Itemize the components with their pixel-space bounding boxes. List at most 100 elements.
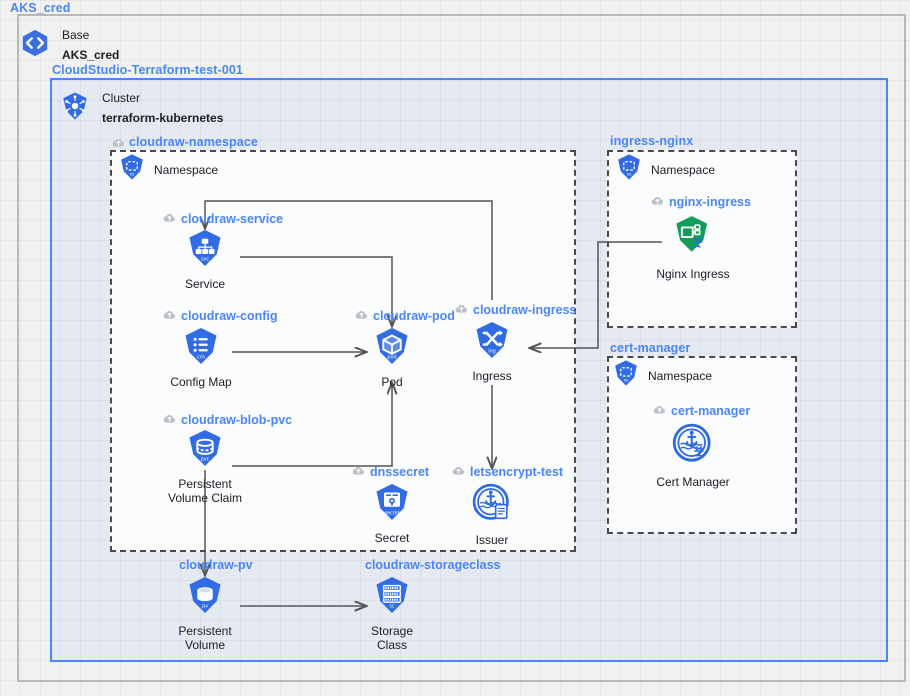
node-label: Config Map bbox=[170, 375, 232, 389]
cloud-upload-icon bbox=[455, 302, 468, 318]
node-pv[interactable]: pv Persistent Volume bbox=[145, 575, 265, 652]
node-label: Nginx Ingress bbox=[656, 267, 730, 281]
resource-label-cloudraw-ingress: cloudraw-ingress bbox=[455, 302, 577, 318]
cloud-upload-icon bbox=[653, 403, 666, 419]
cluster-name: terraform-kubernetes bbox=[102, 111, 224, 125]
svg-text:pv: pv bbox=[202, 603, 208, 609]
resource-label-text: cloudraw-storageclass bbox=[365, 558, 501, 572]
namespace-title-ingress-nginx: ingress-nginx bbox=[610, 134, 694, 148]
node-label: Storage Class bbox=[370, 624, 414, 653]
node-pod[interactable]: pod Pod bbox=[332, 326, 452, 389]
namespace-icon: ns bbox=[118, 153, 146, 186]
resource-label-text: letsencrypt-test bbox=[470, 465, 564, 479]
node-label: Secret bbox=[374, 531, 410, 545]
resource-label-cloudraw-service: cloudraw-service bbox=[163, 211, 283, 227]
cloud-upload-icon bbox=[163, 308, 176, 324]
cloud-upload-icon bbox=[452, 464, 465, 480]
base-code-icon bbox=[20, 28, 50, 63]
k8s-ingress-icon: ing bbox=[432, 320, 552, 365]
resource-label-nginx-ingress: nginx-ingress bbox=[651, 194, 751, 210]
node-secret[interactable]: secret Secret bbox=[332, 482, 452, 545]
node-storageclass[interactable]: sc Storage Class bbox=[332, 575, 452, 652]
cluster-header: Cluster terraform-kubernetes bbox=[60, 88, 223, 128]
resource-label-text: cloudraw-pv bbox=[179, 558, 253, 572]
cloud-upload-icon bbox=[163, 211, 176, 227]
svg-text:ns: ns bbox=[624, 377, 629, 382]
k8s-secret-icon: secret bbox=[332, 482, 452, 527]
node-configmap[interactable]: cm Config Map bbox=[141, 326, 261, 389]
svg-text:secret: secret bbox=[385, 510, 400, 516]
cluster-kind: Cluster bbox=[102, 91, 141, 105]
project-title: CloudStudio-Terraform-test-001 bbox=[52, 63, 243, 77]
node-label: Service bbox=[184, 277, 225, 291]
resource-label-text: dnssecret bbox=[370, 465, 430, 479]
k8s-pod-icon: pod bbox=[332, 326, 452, 371]
k8s-storageclass-icon: sc bbox=[332, 575, 452, 620]
cloud-upload-icon bbox=[112, 136, 125, 152]
namespace-row-label-ingress-nginx: Namespace bbox=[651, 162, 716, 177]
cloud-upload-icon bbox=[352, 464, 365, 480]
svg-text:ns: ns bbox=[130, 171, 135, 176]
node-label: Cert Manager bbox=[656, 475, 730, 489]
resource-label-text: cloudraw-ingress bbox=[473, 303, 577, 317]
resource-label-cloudraw-blob-pvc: cloudraw-blob-pvc bbox=[163, 412, 292, 428]
node-pvc[interactable]: pvc Persistent Volume Claim bbox=[145, 428, 265, 505]
resource-label-cloudraw-storageclass: cloudraw-storageclass bbox=[365, 558, 500, 572]
helm-nginx-icon bbox=[633, 214, 753, 263]
resource-label-cloudraw-pod: cloudraw-pod bbox=[355, 308, 455, 324]
resource-label-cloudraw-config: cloudraw-config bbox=[163, 308, 278, 324]
svg-text:sc: sc bbox=[389, 603, 395, 609]
resource-label-text: nginx-ingress bbox=[669, 195, 751, 209]
namespace-title-text-cloudraw: cloudraw-namespace bbox=[129, 135, 258, 149]
resource-label-cloudraw-pv: cloudraw-pv bbox=[179, 558, 253, 572]
node-label: Persistent Volume bbox=[178, 624, 232, 653]
svg-text:pod: pod bbox=[387, 354, 396, 360]
node-label: Persistent Volume Claim bbox=[167, 477, 243, 506]
namespace-title-cloudraw: cloudraw-namespace bbox=[112, 135, 258, 152]
resource-label-text: cloudraw-service bbox=[181, 212, 284, 226]
resource-label-text: cloudraw-blob-pvc bbox=[181, 413, 293, 427]
base-name: AKS_cred bbox=[62, 48, 120, 62]
resource-label-text: cloudraw-pod bbox=[373, 309, 455, 323]
node-label: Ingress bbox=[472, 369, 512, 383]
resource-label-letsencrypt-test: letsencrypt-test bbox=[452, 464, 563, 480]
cloud-upload-icon bbox=[163, 412, 176, 428]
resource-label-dnssecret: dnssecret bbox=[352, 464, 429, 480]
svg-text:cm: cm bbox=[197, 354, 205, 360]
cloud-upload-icon bbox=[355, 308, 368, 324]
namespace-row-label-cert-manager: Namespace bbox=[648, 368, 713, 383]
kubernetes-cluster-icon bbox=[60, 91, 90, 126]
namespace-icon: ns bbox=[615, 153, 643, 186]
base-kind: Base bbox=[62, 28, 90, 42]
node-ingress[interactable]: ing Ingress bbox=[432, 320, 552, 383]
namespace-row-ingress-nginx: ns Namespace bbox=[615, 153, 715, 186]
node-issuer[interactable]: Issuer bbox=[432, 482, 552, 547]
k8s-pvc-icon: pvc bbox=[145, 428, 265, 473]
svg-text:ing: ing bbox=[488, 348, 496, 354]
svg-text:ns: ns bbox=[627, 171, 632, 176]
base-container[interactable] bbox=[17, 14, 906, 682]
resource-label-text: cert-manager bbox=[671, 404, 751, 418]
k8s-pv-icon: pv bbox=[145, 575, 265, 620]
cloud-upload-icon bbox=[651, 194, 664, 210]
namespace-icon: ns bbox=[612, 359, 640, 392]
namespace-row-cert-manager: ns Namespace bbox=[612, 359, 712, 392]
namespace-title-cert-manager: cert-manager bbox=[610, 341, 691, 355]
node-label: Issuer bbox=[475, 533, 509, 547]
base-title: AKS_cred bbox=[10, 1, 71, 15]
node-nginx-ingress[interactable]: Nginx Ingress bbox=[633, 214, 753, 281]
k8s-configmap-icon: cm bbox=[141, 326, 261, 371]
node-service[interactable]: svc Service bbox=[145, 228, 265, 291]
k8s-service-icon: svc bbox=[145, 228, 265, 273]
svg-text:pvc: pvc bbox=[201, 456, 210, 462]
svg-text:svc: svc bbox=[201, 256, 209, 262]
helm-cert-icon bbox=[633, 422, 753, 471]
node-label: Pod bbox=[381, 375, 403, 389]
resource-label-cert-manager: cert-manager bbox=[653, 403, 750, 419]
helm-issuer-icon bbox=[432, 482, 552, 529]
namespace-row-label-cloudraw: Namespace bbox=[154, 162, 219, 177]
node-cert-manager[interactable]: Cert Manager bbox=[633, 422, 753, 489]
resource-label-text: cloudraw-config bbox=[181, 309, 278, 323]
namespace-row-cloudraw: ns Namespace bbox=[118, 153, 218, 186]
